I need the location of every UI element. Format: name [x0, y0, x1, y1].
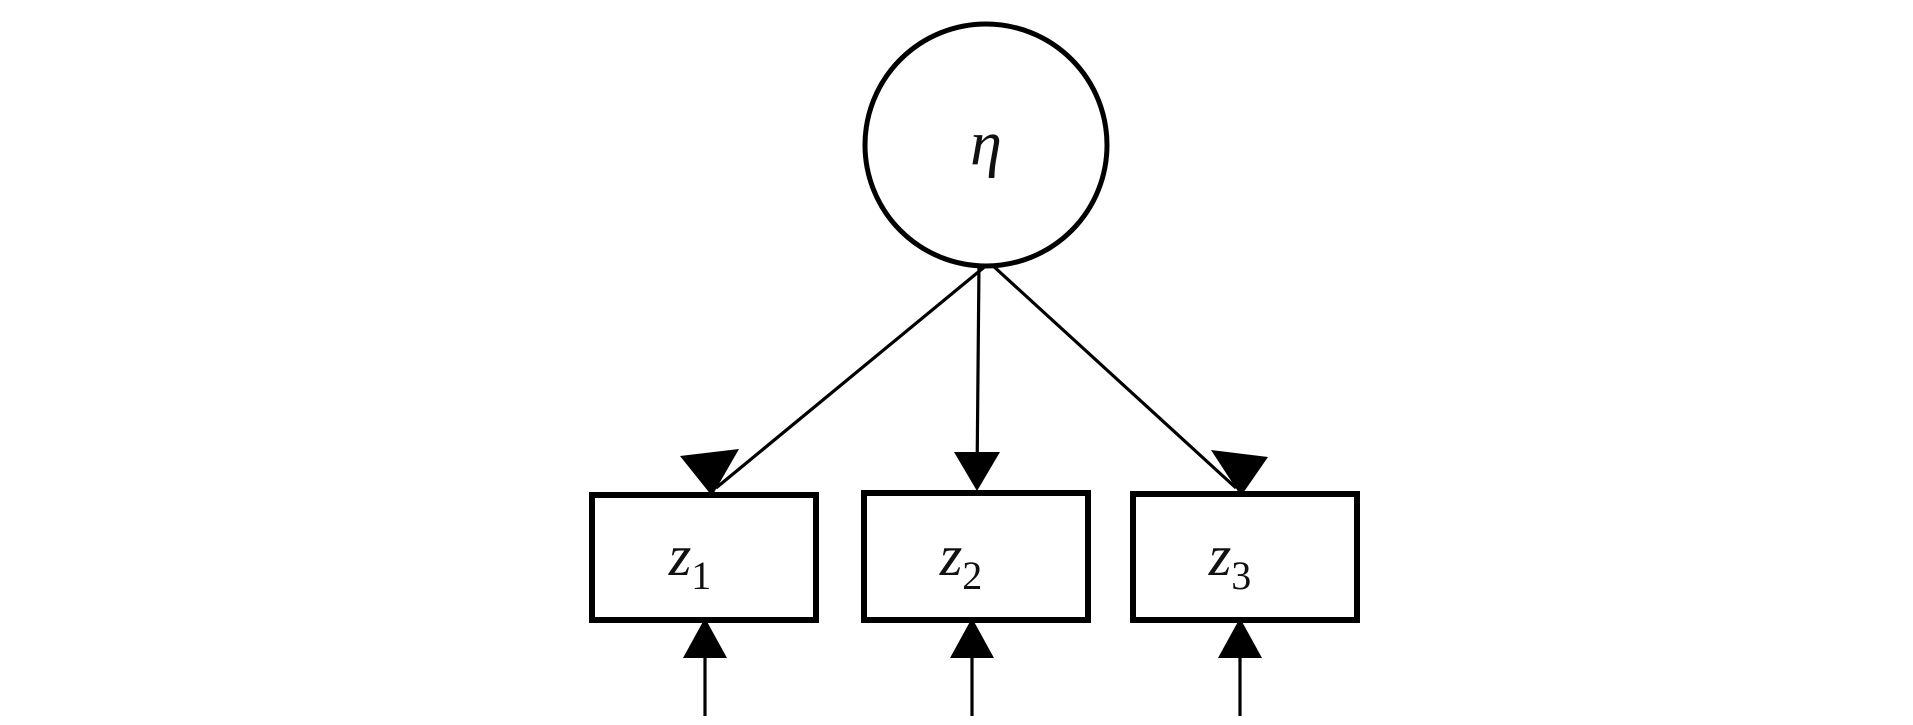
residual-path-z3[interactable] — [1218, 618, 1262, 716]
loading-path-eta-to-z2[interactable] — [954, 263, 1000, 491]
indicator-node-z2[interactable]: z2 — [861, 490, 1091, 623]
loading-line-eta-to-z2 — [975, 263, 981, 481]
indicator-label-z3-sub: 3 — [1231, 553, 1251, 598]
indicator-label-z2-base: z — [939, 523, 963, 588]
indicator-label-z3-base: z — [1208, 523, 1232, 588]
loading-path-eta-to-z3[interactable] — [989, 262, 1268, 496]
indicator-label-z1-base: z — [668, 523, 692, 588]
indicator-box-z2 — [861, 490, 1091, 623]
indicator-label-z3: z3 — [1208, 523, 1252, 598]
loading-line-eta-to-z1 — [714, 262, 990, 490]
indicator-box-z1 — [589, 492, 819, 623]
indicator-node-z1[interactable]: z1 — [589, 492, 819, 623]
latent-circle-eta — [862, 21, 1110, 269]
latent-label-eta: η — [970, 108, 1002, 179]
arrowhead-eta-to-z3 — [1211, 450, 1268, 496]
loading-path-group — [680, 262, 1268, 496]
residual-path-group — [683, 618, 1262, 716]
arrowhead-residual-z1 — [683, 618, 727, 658]
indicator-label-z1-sub: 1 — [691, 553, 711, 598]
arrowhead-residual-z2 — [950, 618, 994, 658]
residual-path-z2[interactable] — [950, 618, 994, 716]
arrowhead-eta-to-z2 — [954, 452, 1000, 491]
indicator-label-z1: z1 — [668, 523, 712, 598]
indicator-label-z2-sub: 2 — [962, 553, 982, 598]
loading-path-eta-to-z1[interactable] — [680, 262, 990, 496]
arrowhead-residual-z3 — [1218, 618, 1262, 658]
latent-node-eta[interactable]: η — [862, 21, 1110, 269]
loading-line-eta-to-z3 — [989, 262, 1238, 490]
indicator-node-z3[interactable]: z3 — [1130, 491, 1360, 623]
residual-path-z1[interactable] — [683, 618, 727, 716]
indicator-label-z2: z2 — [939, 523, 983, 598]
arrowhead-eta-to-z1 — [680, 449, 739, 496]
indicator-box-z3 — [1130, 491, 1360, 623]
